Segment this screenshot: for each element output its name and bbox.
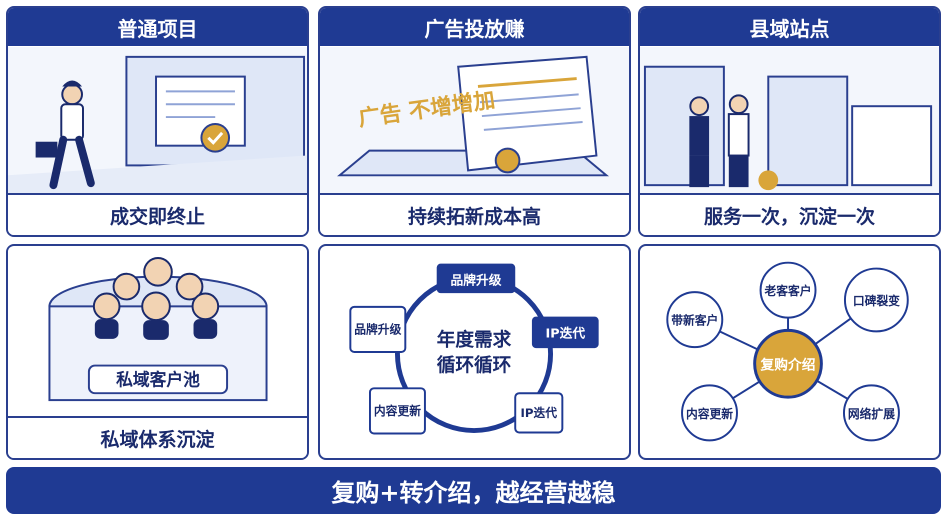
node-word-of-mouth: 口碑裂变 <box>853 294 900 308</box>
panel-caption: 私域体系沉淀 <box>8 416 307 458</box>
handshake-illustration <box>640 46 939 197</box>
check-badge-icon <box>758 170 779 191</box>
panel-caption: 服务一次，沉淀一次 <box>640 193 939 235</box>
node-brand-upgrade-left: 品牌升级 <box>354 322 401 336</box>
node-new-customer: 带新客户 <box>671 314 718 328</box>
node-content-update: 内容更新 <box>686 407 733 421</box>
check-badge-icon <box>200 122 231 153</box>
check-badge-icon <box>494 147 521 174</box>
node-network-expand: 网络扩展 <box>848 407 895 421</box>
pool-label: 私域客户池 <box>116 369 200 389</box>
panel-ad-placement: 广告投放赚 广告 不增增加 持续拓新成本高 <box>318 6 631 237</box>
node-ip-iterate-bottom: IP迭代 <box>521 406 558 420</box>
panel-header: 广告投放赚 <box>320 8 629 46</box>
panel-caption: 持续拓新成本高 <box>320 193 629 235</box>
panel-caption: 成交即终止 <box>8 193 307 235</box>
node-old-customer: 老客客户 <box>763 284 811 298</box>
node-content-update: 内容更新 <box>374 404 421 418</box>
panel-county-station: 县域站点 服务一次，沉淀一次 <box>638 6 941 237</box>
panel-private-pool: 私域客户池 私域体系沉淀 <box>6 244 309 460</box>
ad-document-illustration: 广告 不增增加 <box>320 46 629 197</box>
panel-annual-cycle: 年度需求 循环循环 品牌升级 IP迭代 IP迭代 内容更新 品牌升级 <box>318 244 631 460</box>
panel-header: 县域站点 <box>640 8 939 46</box>
cycle-center-line2: 循环循环 <box>437 355 512 377</box>
businessman-walking-illustration <box>8 46 307 197</box>
cycle-center-line1: 年度需求 <box>437 329 512 351</box>
bottom-banner: 复购+转介绍，越经营越稳 <box>6 467 941 514</box>
node-ip-iterate-right: IP迭代 <box>545 325 585 341</box>
panel-header: 普通项目 <box>8 8 307 46</box>
network-center-label: 复购介绍 <box>760 357 816 374</box>
panel-referral-network: 复购介绍 老客客户 口碑裂变 网络扩展 内容更新 带新客户 <box>638 244 941 460</box>
node-brand-upgrade-top: 品牌升级 <box>450 272 501 288</box>
panel-normal-project: 普通项目 成交即终止 <box>6 6 309 237</box>
customer-pool-illustration: 私域客户池 <box>8 246 307 420</box>
